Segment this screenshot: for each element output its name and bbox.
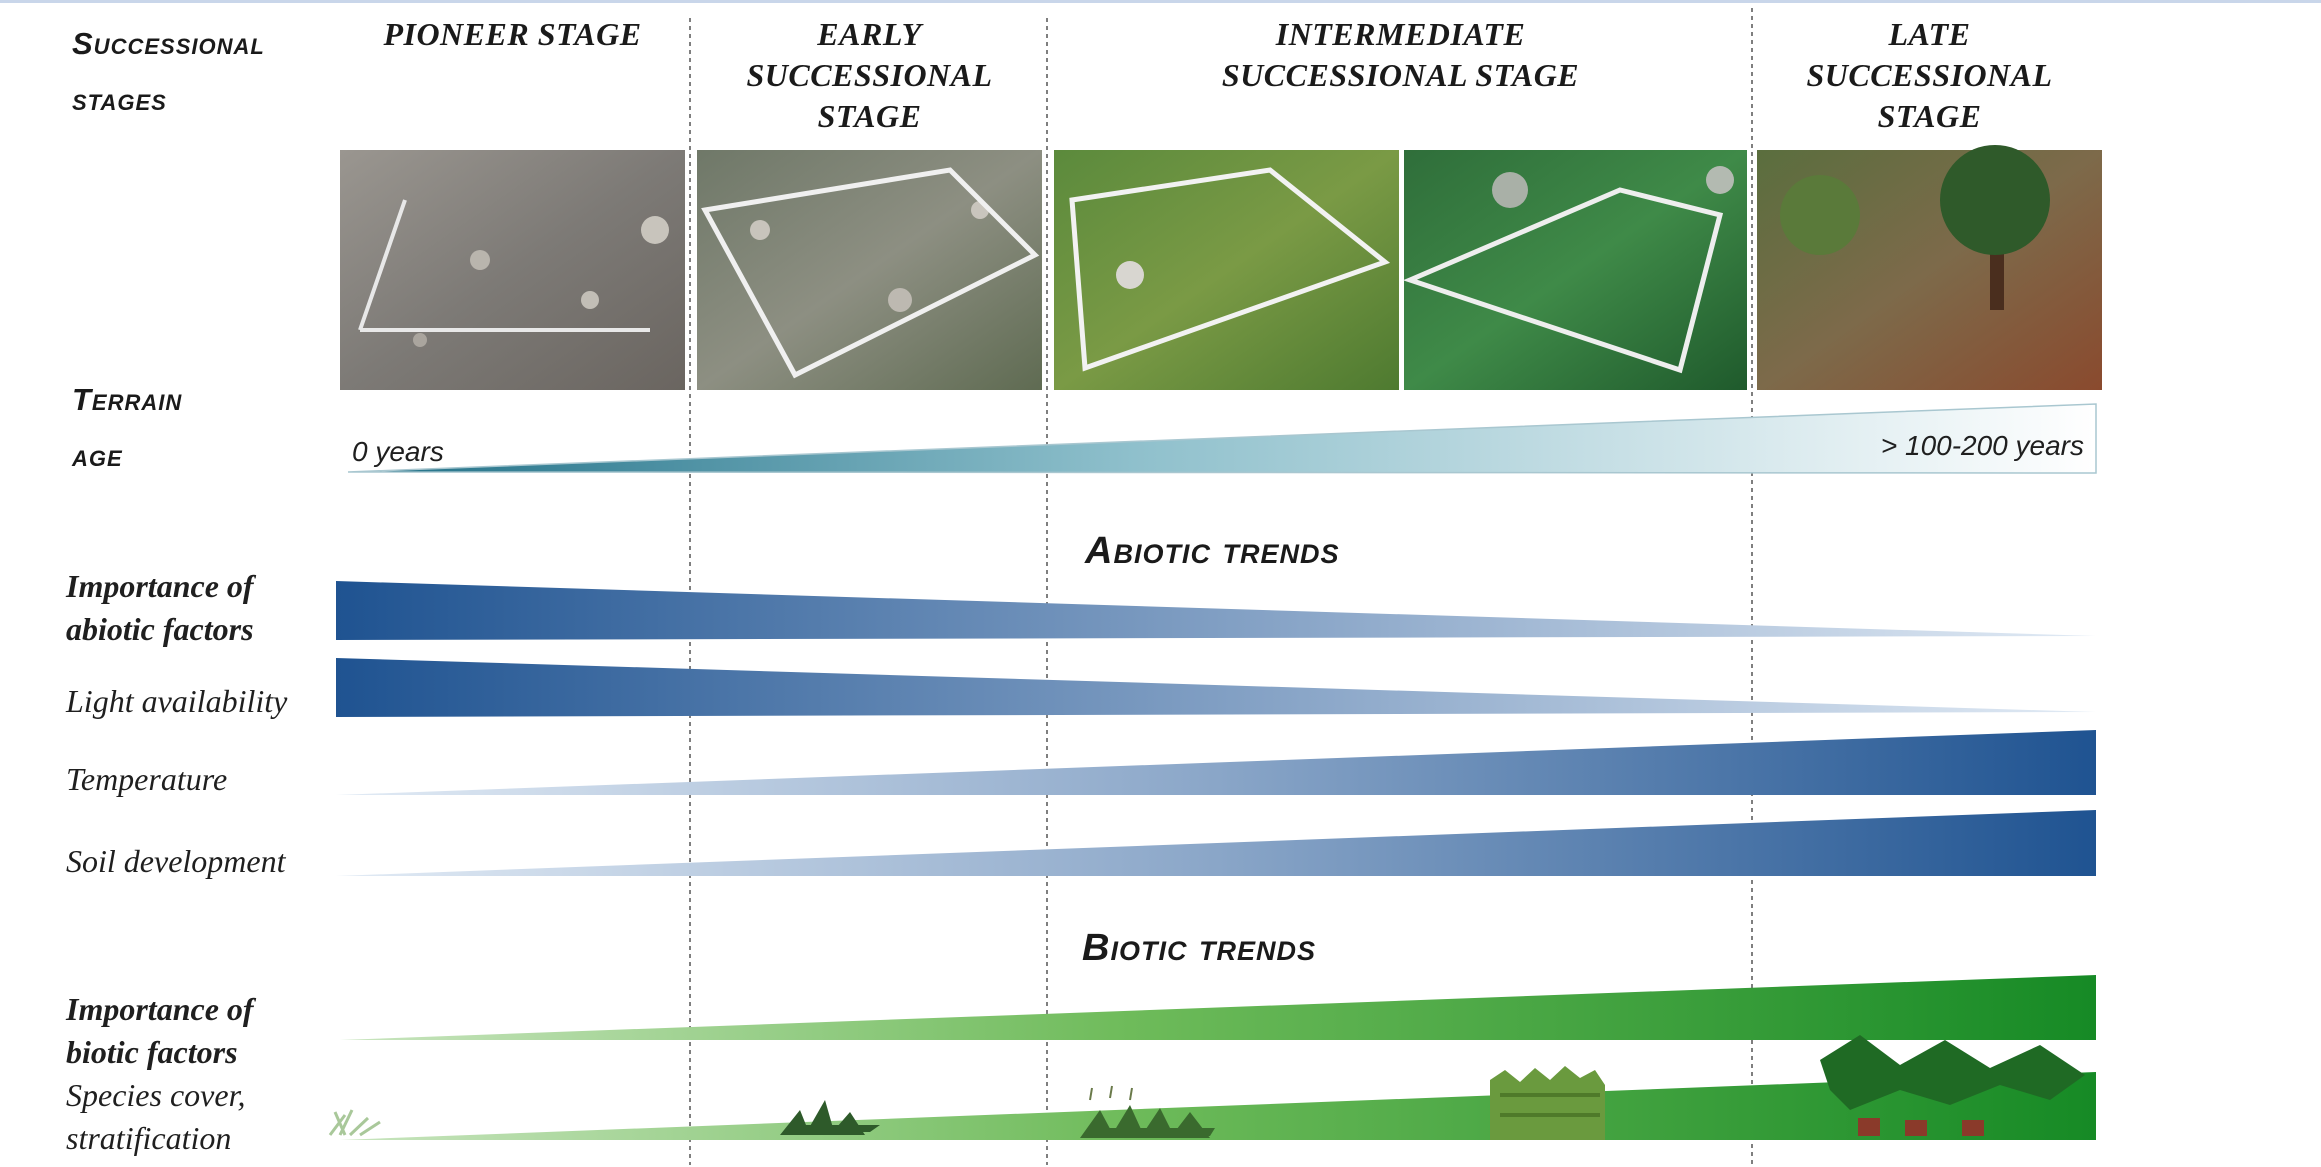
biotic-importance-label: Importance of biotic factors [66, 991, 254, 1070]
species-cover-wedge [340, 1072, 2096, 1140]
terrain-age-start: 0 years [352, 436, 444, 467]
biotic-importance-wedge [340, 975, 2096, 1040]
stage-header-early: EARLY SUCCESSIONAL STAGE [746, 16, 993, 134]
photo-late [1757, 145, 2102, 390]
temperature-wedge [336, 730, 2096, 795]
stage-header-pioneer: PIONEER STAGE [383, 16, 642, 52]
soil-development-wedge [336, 810, 2096, 876]
photo-intermediate-1 [1054, 150, 1399, 390]
species-cover-label: Species cover, stratification [66, 1077, 246, 1156]
abiotic-importance-label: Importance of abiotic factors [66, 568, 254, 647]
vegetation-icons [328, 1035, 2085, 1140]
terrain-age-label: Terrain age [72, 382, 183, 473]
soil-development-label: Soil development [66, 843, 286, 879]
pioneer-plant-icon [328, 1109, 381, 1137]
stage-header-intermediate: INTERMEDIATE SUCCESSIONAL STAGE [1221, 16, 1580, 93]
stage-dividers [689, 8, 1753, 1165]
site-photos [340, 145, 2102, 390]
terrain-age-wedge [347, 403, 2097, 474]
photo-intermediate-2 [1402, 150, 1747, 390]
biotic-trends-title: Biotic trends [1082, 927, 1317, 969]
shrub-icon [1490, 1066, 1605, 1140]
terrain-age-end: > 100-200 years [1880, 430, 2084, 461]
stage-header-late: LATE SUCCESSIONAL STAGE [1806, 16, 2053, 134]
photo-early [697, 150, 1042, 390]
top-border [0, 0, 2321, 3]
temperature-label: Temperature [66, 761, 228, 797]
light-availability-wedge [336, 658, 2096, 717]
photo-pioneer [340, 150, 685, 390]
tree-canopy-icon [1820, 1035, 2085, 1136]
abiotic-importance-wedge [336, 581, 2096, 640]
early-plant-icon [780, 1100, 880, 1135]
intermediate-plant-icon [1080, 1085, 1215, 1138]
successional-stages-label: Successional stages [72, 26, 265, 117]
abiotic-trends-title: Abiotic trends [1085, 530, 1340, 572]
light-availability-label: Light availability [66, 683, 288, 719]
